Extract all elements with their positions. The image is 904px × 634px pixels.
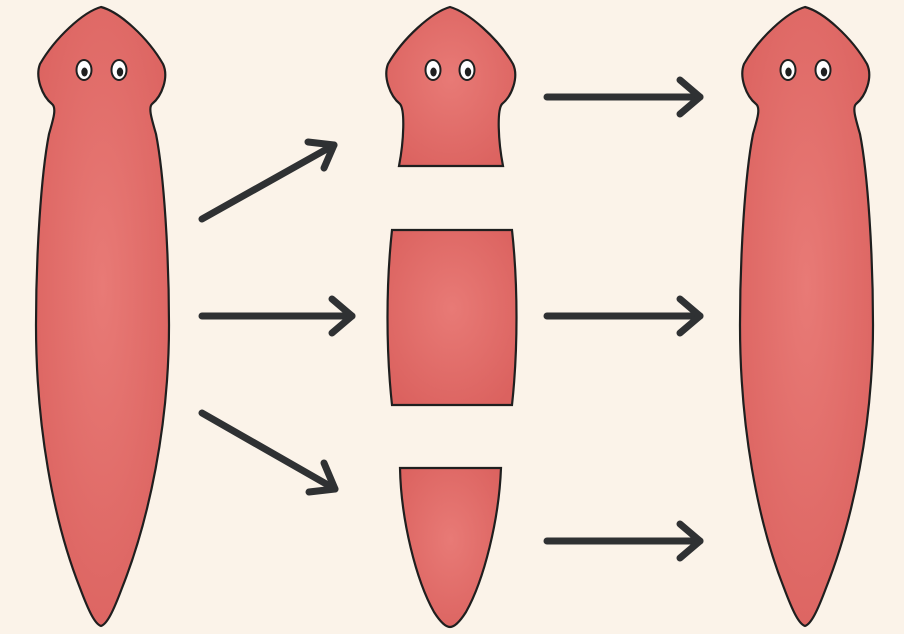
- eye-left-icon: [426, 60, 441, 80]
- planarian-trunk-fragment-icon: [388, 230, 517, 405]
- eye-left-icon: [77, 60, 92, 80]
- middle-fragment: [388, 230, 517, 405]
- eye-left-icon: [781, 60, 796, 80]
- eye-right-icon: [460, 60, 475, 80]
- eye-right-icon: [112, 60, 127, 80]
- eye-right-icon: [816, 60, 831, 80]
